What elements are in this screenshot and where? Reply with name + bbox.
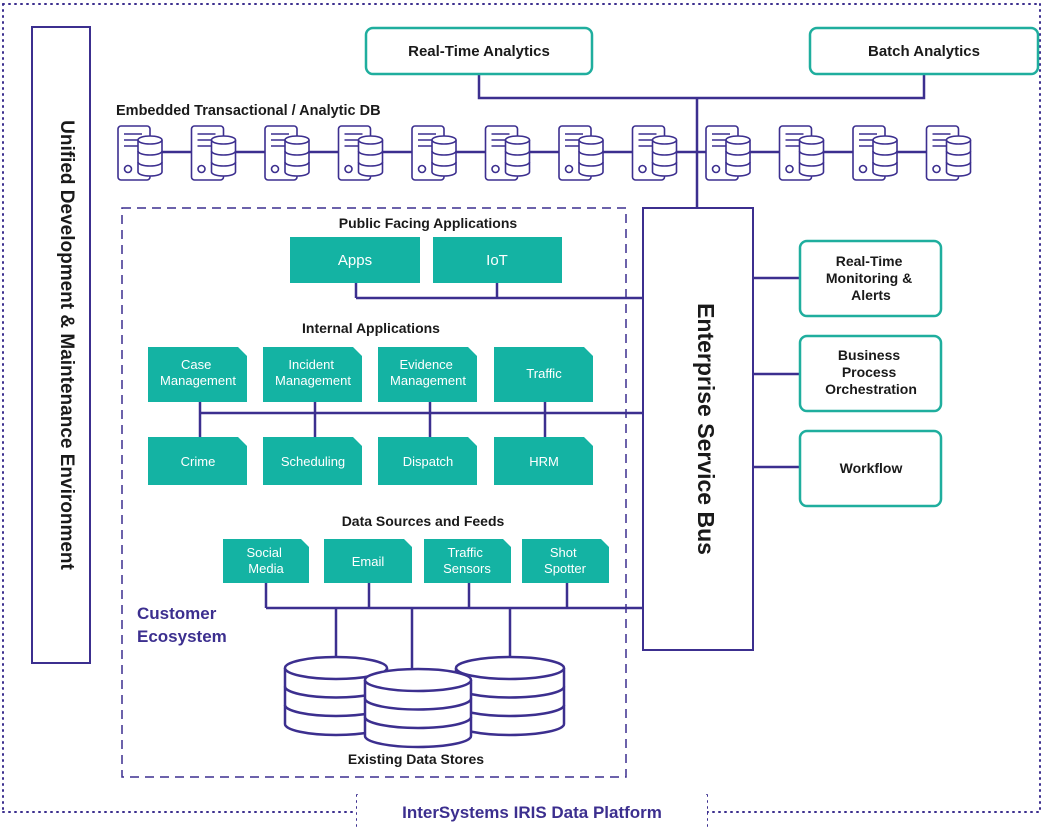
traffic-sensors-line-2: Sensors [443,561,491,576]
realtime-analytics-label: Real-Time Analytics [408,43,550,60]
dev-environment-label: Unified Development & Maintenance Enviro… [56,120,77,570]
enterprise-service-bus-label: Enterprise Service Bus [693,303,719,555]
case-management-line-1: Case [181,357,211,372]
customer-ecosystem-line-1: Customer [137,604,217,623]
svg-text:Shot Spotter: Shot Spotter [544,545,587,576]
server-database-icon [778,125,825,181]
dev-environment-banner [31,26,91,664]
data-store-cylinder [363,667,473,749]
apps-label: Apps [338,252,372,269]
workflow-label: Workflow [840,460,903,476]
server-database-icon [631,125,678,181]
shot-spotter-box: Shot Spotter [522,539,609,583]
monitoring-line-3: Alerts [851,287,891,303]
traffic-sensors-box: Traffic Sensors [424,539,511,583]
dispatch-box: Dispatch [378,437,477,485]
iot-box: IoT [433,237,562,283]
crime-box: Crime [148,437,247,485]
incident-management-box: Incident Management [263,347,362,402]
server-database-icon [190,125,237,181]
dispatch-label: Dispatch [403,454,454,469]
evidence-management-box: Evidence Management [378,347,477,402]
scheduling-label: Scheduling [281,454,345,469]
orchestration-line-1: Business [838,347,900,363]
svg-text:Case Management: Case Management [160,357,236,388]
traffic-box: Traffic [494,347,593,402]
svg-text:Incident Management: Incident Management [275,357,351,388]
svg-text:Customer Ecosystem: Customer Ecosystem [137,604,227,646]
realtime-analytics-box: Real-Time Analytics [364,26,594,76]
case-management-box: Case Management [148,347,247,402]
platform-boundary [2,3,1041,832]
server-database-icon [337,125,384,181]
orchestration-line-2: Process [842,364,897,380]
hrm-label: HRM [529,454,559,469]
evidence-management-line-1: Evidence [399,357,452,372]
customer-ecosystem-boundary [121,207,627,778]
apps-box: Apps [290,237,420,283]
monitoring-alerts-box: Real-Time Monitoring & Alerts [798,239,943,318]
monitoring-line-2: Monitoring & [826,270,912,286]
server-database-icon [264,125,310,181]
enterprise-service-bus [642,207,754,651]
server-database-icon [117,125,163,181]
internal-apps-title: Internal Applications [302,320,440,336]
connectors [140,74,955,680]
platform-name: InterSystems IRIS Data Platform [402,803,662,822]
orchestration-line-3: Orchestration [825,381,917,397]
monitoring-line-1: Real-Time [836,253,903,269]
existing-data-stores-title: Existing Data Stores [348,751,484,767]
server-database-icon [558,125,604,181]
shot-spotter-line-2: Spotter [544,561,587,576]
svg-text:Real-Time Monitoring &: Real-Time Monitoring & Alerts [826,253,916,303]
data-store-cylinder [454,655,566,737]
email-label: Email [352,554,385,569]
business-process-box: Business Process Orchestration [798,334,943,413]
social-media-line-1: Social [246,545,282,560]
email-box: Email [324,539,412,583]
embedded-db-title: Embedded Transactional / Analytic DB [116,103,381,119]
data-sources-title: Data Sources and Feeds [342,513,505,529]
server-database-icon [925,125,972,181]
public-apps-title: Public Facing Applications [339,215,518,231]
svg-text:Evidence Management: Evidence Management [390,357,466,388]
hrm-box: HRM [494,437,593,485]
shot-spotter-line-1: Shot [550,545,577,560]
batch-analytics-box: Batch Analytics [808,26,1040,76]
embedded-db-servers [117,125,972,181]
batch-analytics-label: Batch Analytics [868,43,980,60]
server-database-icon [411,125,457,181]
svg-text:Traffic Sensors: Traffic Sensors [443,545,491,576]
customer-ecosystem-line-2: Ecosystem [137,627,227,646]
svg-text:Business Process O: Business Process Orchestration [825,347,917,397]
platform-footer: InterSystems IRIS Data Platform [357,795,707,831]
crime-label: Crime [181,454,216,469]
social-media-box: Social Media [223,539,309,583]
evidence-management-line-2: Management [390,373,466,388]
server-database-icon [705,125,751,181]
server-database-icon [852,125,898,181]
incident-management-line-1: Incident [288,357,334,372]
case-management-line-2: Management [160,373,236,388]
incident-management-line-2: Management [275,373,351,388]
traffic-sensors-line-1: Traffic [447,545,483,560]
iot-label: IoT [486,252,508,269]
existing-data-stores [283,655,566,749]
workflow-box: Workflow [798,429,943,508]
data-store-cylinder [283,655,389,737]
svg-text:Social Media: Social Media [246,545,285,576]
traffic-label: Traffic [526,366,562,381]
social-media-line-2: Media [248,561,284,576]
server-database-icon [484,125,531,181]
scheduling-box: Scheduling [263,437,362,485]
